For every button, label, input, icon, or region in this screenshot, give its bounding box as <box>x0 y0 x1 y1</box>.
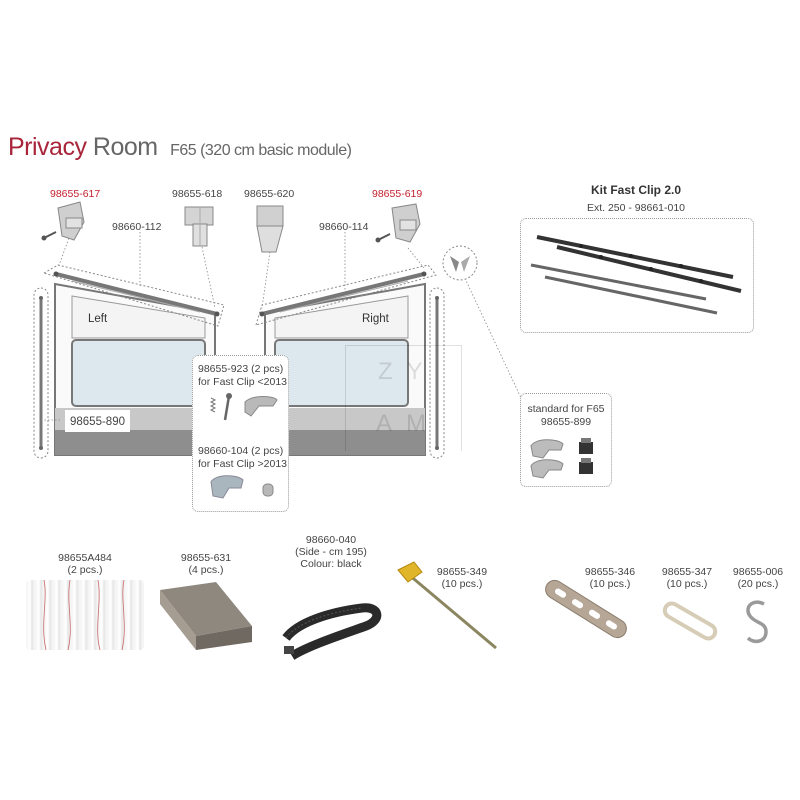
tent-peg-icon <box>397 561 497 650</box>
foam-block-icon <box>160 582 252 650</box>
bottom-3-extra: Colour: black <box>300 558 362 570</box>
label-98655-620: 98655-620 <box>244 188 295 200</box>
rubber-loop-icon <box>662 601 718 641</box>
corner-connector-icon <box>442 245 478 281</box>
title-word-privacy: Privacy <box>8 133 87 161</box>
zipper-icon <box>282 603 382 660</box>
kit-subtitle: Ext. 250 - 98661-010 <box>586 202 686 214</box>
standard-line-1: standard for F65 <box>527 403 605 415</box>
kit-fast-clip-box <box>520 218 754 333</box>
bottom-3-qty: (Side - cm 195) <box>295 546 367 558</box>
label-98660-112: 98660-112 <box>112 221 162 233</box>
watermark-frame <box>345 345 462 451</box>
bottom-4-code: 98655-349 <box>436 566 488 578</box>
standard-line-2: 98655-899 <box>540 416 592 428</box>
bottom-5-qty: (10 pcs.) <box>589 578 631 590</box>
watermark-line-2: AM <box>376 410 440 437</box>
part-620-icon <box>256 205 284 253</box>
kit-rails-icon <box>530 235 742 315</box>
pin-icon <box>223 393 232 421</box>
right-panel-label: Right <box>362 313 389 325</box>
clip-block-icon <box>579 458 593 474</box>
watermark-line-1: ZY <box>378 358 437 385</box>
label-98655-617: 98655-617 <box>50 188 101 200</box>
label-98660-114: 98660-114 <box>319 221 369 233</box>
standard-f65-box: standard for F65 98655-899 <box>520 393 612 487</box>
bottom-2-code: 98655-631 <box>180 552 232 564</box>
bottom-1-code: 98655A484 <box>58 552 112 564</box>
page-title: Privacy Room F65 (320 cm basic module) <box>8 133 352 162</box>
bottom-7-code: 98655-006 <box>732 566 784 578</box>
bottom-2-qty: (4 pcs.) <box>188 564 224 576</box>
bottom-7-qty: (20 pcs.) <box>737 578 779 590</box>
standard-clip-icons <box>530 438 593 479</box>
clip-lever-icon <box>530 439 564 459</box>
clip-lever-new-icon <box>210 475 244 499</box>
clip-line-3: 98660-104 (2 pcs) <box>198 445 284 457</box>
pole-label-box: 98655-890 <box>65 410 130 432</box>
kit-title: Kit Fast Clip 2.0 <box>590 183 682 197</box>
left-top-rail <box>42 264 225 327</box>
clip-lever-icon <box>530 459 564 479</box>
part-618-icon <box>184 206 214 247</box>
label-98655-618: 98655-618 <box>172 188 223 200</box>
tension-strap-icon <box>545 579 627 639</box>
clip-line-1: 98655-923 (2 pcs) <box>198 363 284 375</box>
bottom-6-qty: (10 pcs.) <box>666 578 708 590</box>
right-pole <box>429 287 445 459</box>
curtain-stripes-icon <box>43 579 125 651</box>
clip-line-4: for Fast Clip >2013 <box>198 458 288 470</box>
title-subtitle: F65 (320 cm basic module) <box>170 142 352 159</box>
privacy-curtain-image <box>26 579 144 651</box>
title-word-room: Room <box>92 133 158 161</box>
part-619-icon <box>375 203 421 243</box>
clip-block-icon <box>579 438 593 454</box>
clip-lever-icon <box>244 396 278 417</box>
clip-parts-box: 98655-923 (2 pcs) for Fast Clip <2013 98… <box>192 355 289 512</box>
bottom-4-qty: (10 pcs.) <box>441 578 483 590</box>
s-hook-icon <box>746 600 768 644</box>
label-98655-890: 98655-890 <box>70 416 125 428</box>
bottom-5-code: 98655-346 <box>584 566 636 578</box>
spring-icon <box>209 397 217 413</box>
clip-line-2: for Fast Clip <2013 <box>198 376 288 388</box>
label-98655-619: 98655-619 <box>372 188 423 200</box>
bottom-3-code: 98660-040 <box>305 534 357 546</box>
clip-parts-icons <box>209 393 278 499</box>
plug-icon <box>262 483 274 497</box>
part-617-icon <box>41 201 85 241</box>
left-panel-label: Left <box>88 313 108 325</box>
leader-lines <box>41 232 523 421</box>
bottom-6-code: 98655-347 <box>661 566 713 578</box>
bottom-1-qty: (2 pcs.) <box>67 564 103 576</box>
right-top-rail <box>255 264 437 326</box>
left-pole <box>33 287 49 459</box>
